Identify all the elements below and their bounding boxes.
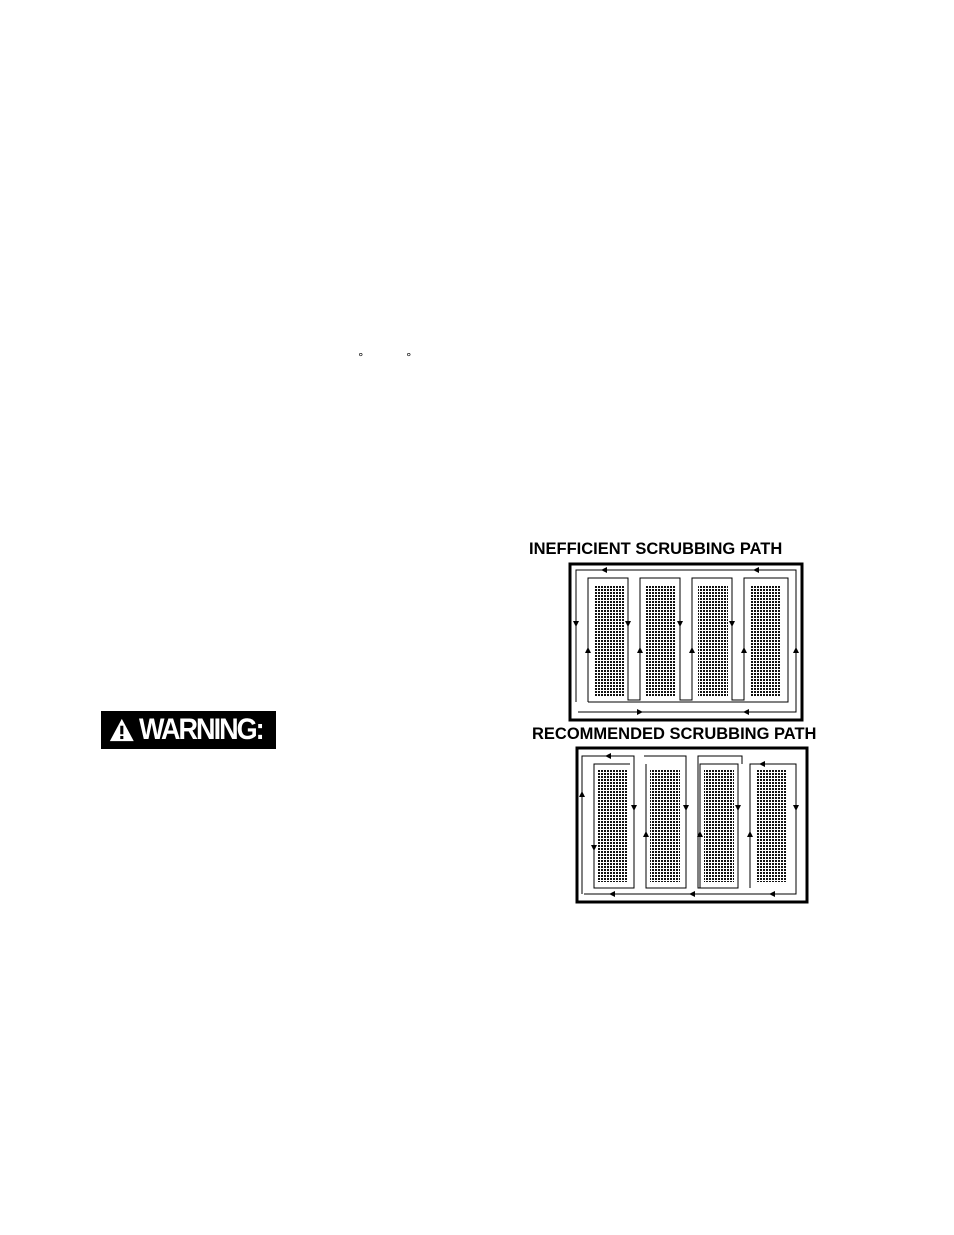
scrub-area [750, 586, 780, 696]
direction-arrows [573, 567, 799, 715]
floor-outline [568, 562, 804, 722]
scrub-area [646, 586, 676, 696]
floor-outline [575, 746, 809, 904]
warning-label: WARNING: [138, 713, 265, 746]
scrub-area [698, 586, 728, 696]
scrub-area [704, 770, 734, 882]
recommended-scrubbing-path-diagram [575, 746, 809, 904]
direction-arrows [579, 753, 799, 897]
inefficient-scrubbing-path-diagram [568, 562, 804, 722]
scrub-area [650, 770, 680, 882]
degree-mark: ° [358, 351, 364, 364]
warning-triangle-icon [109, 718, 134, 742]
scrub-area [756, 770, 786, 882]
recommended-path-title: RECOMMENDED SCRUBBING PATH [532, 725, 817, 743]
scrub-area [598, 770, 628, 882]
degree-mark: ° [406, 351, 412, 364]
scrub-path-line [581, 755, 797, 895]
inefficient-path-title: INEFFICIENT SCRUBBING PATH [529, 540, 783, 558]
scrub-area [594, 586, 624, 696]
warning-badge: WARNING: [101, 711, 276, 749]
